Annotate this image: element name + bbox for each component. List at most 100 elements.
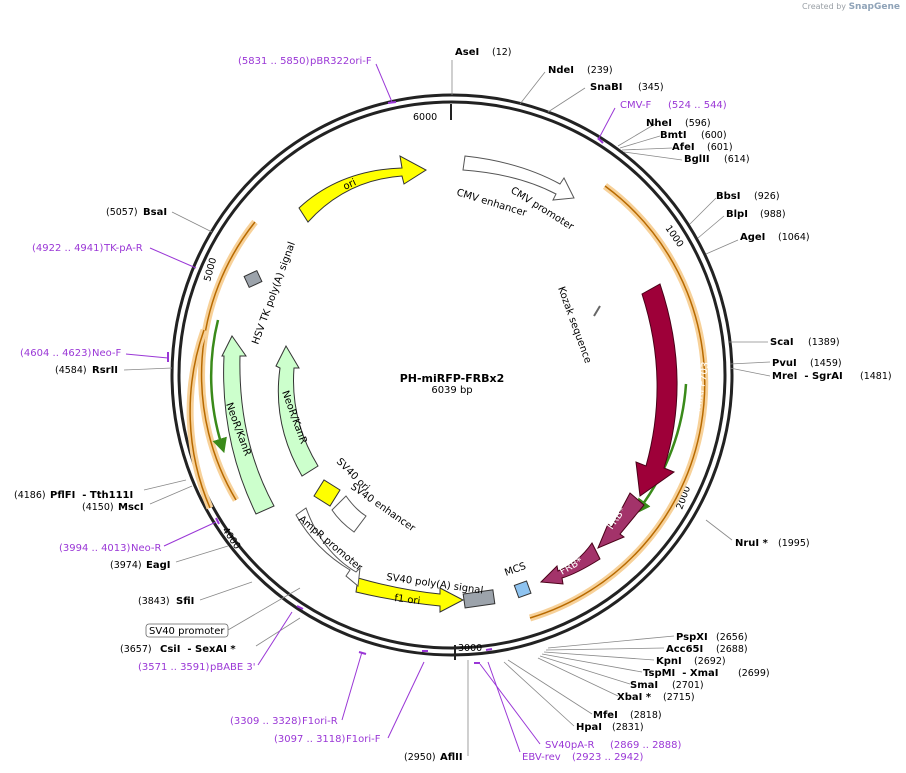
primer-ebv-rev-name[interactable]: EBV-rev <box>522 752 561 763</box>
enzyme-aflii-pos: (2950) <box>404 752 436 763</box>
enzyme-leaders <box>123 60 771 756</box>
kozak-feature <box>593 305 601 317</box>
enzyme-agei-pos: (1064) <box>778 232 810 243</box>
enzyme-snabi[interactable]: SnaBI <box>590 82 622 93</box>
sv40-promoter-label[interactable]: SV40 promoter <box>149 626 225 637</box>
primer-neo-f-range: (4604 .. 4623) <box>20 348 92 359</box>
enzyme-tspmi-pos: (2699) <box>738 668 770 679</box>
enzyme-sfii[interactable]: SfiI <box>176 596 194 607</box>
frb1-feature[interactable] <box>597 492 645 549</box>
enzyme-acc65i[interactable]: Acc65I <box>666 644 703 655</box>
plasmid-name: PH-miRFP-FRBx2 <box>400 372 505 385</box>
enzyme-bsai[interactable]: BsaI <box>143 207 167 218</box>
snapgene-logo: SnapGene <box>848 2 900 12</box>
enzyme-mrei-pos: (1481) <box>860 371 892 382</box>
enzyme-bmti[interactable]: BmtI <box>660 130 687 141</box>
sv40-promoter-box <box>145 623 229 638</box>
primer-pbr322-range: (5831 .. 5850) <box>238 56 310 67</box>
enzyme-sfii-pos: (3843) <box>138 596 170 607</box>
primer-cmv-f-name[interactable]: CMV-F <box>620 100 651 111</box>
enzyme-blpi[interactable]: BlpI <box>726 209 748 220</box>
primer-leaders <box>125 63 616 753</box>
f1-ori-label: f1 ori <box>394 593 421 607</box>
ori-label: ori <box>342 177 358 192</box>
plasmid-size: 6039 bp <box>431 385 472 396</box>
enzyme-rsrii[interactable]: RsrII <box>92 365 118 376</box>
primer-tkpa-name[interactable]: TK-pA-R <box>103 243 143 254</box>
enzyme-smai[interactable]: SmaI <box>630 680 658 691</box>
sv40-enhancer-label: SV40 enhancer <box>348 481 417 534</box>
ampr-promoter-feature[interactable] <box>295 507 361 587</box>
enzyme-msci[interactable]: MscI <box>118 502 144 513</box>
enzyme-pvui-pos: (1459) <box>810 358 842 369</box>
mcs-label: MCS <box>503 561 527 579</box>
primer-sv40pa-r-name[interactable]: SV40pA-R <box>545 740 594 751</box>
enzyme-pspxi[interactable]: PspXI <box>676 632 708 643</box>
enzyme-kpni[interactable]: KpnI <box>656 656 682 667</box>
sv40-enhancer-feature[interactable] <box>331 495 367 533</box>
primer-pbabe-name[interactable]: pBABE 3' <box>210 662 256 673</box>
neor-outer-feature[interactable] <box>221 335 275 515</box>
primer-labels: (5831 .. 5850) pBR322ori-F CMV-F (524 ..… <box>20 56 727 763</box>
sv40-ori-feature[interactable] <box>313 479 341 507</box>
primer-cmv-f-range: (524 .. 544) <box>668 100 727 111</box>
enzyme-asei-pos: (12) <box>492 47 512 58</box>
enzyme-agei[interactable]: AgeI <box>740 232 765 243</box>
primer-f1ori-f-name[interactable]: F1ori-F <box>346 734 381 745</box>
ruler-ticks <box>450 104 456 660</box>
enzyme-eagi[interactable]: EagI <box>146 560 170 571</box>
primer-f1ori-r-range: (3309 .. 3328) <box>230 716 302 727</box>
enzyme-eagi-pos: (3974) <box>110 560 142 571</box>
enzyme-afei-pos: (601) <box>707 142 733 153</box>
primer-pbr322-name[interactable]: pBR322ori-F <box>310 56 372 67</box>
ruler-3000: 3000 <box>458 643 482 654</box>
ruler-6000: 6000 <box>413 112 437 123</box>
enzyme-bbsi[interactable]: BbsI <box>716 191 740 202</box>
cmv-promoter-feature[interactable] <box>462 155 575 201</box>
enzyme-nrui[interactable]: NruI * <box>735 538 769 549</box>
brand-prefix: Created by <box>802 2 847 11</box>
enzyme-labels: AseI (12) NdeI (239) SnaBI (345) NheI (5… <box>14 47 892 763</box>
enzyme-pvui[interactable]: PvuI <box>772 358 797 369</box>
enzyme-pflfi-tth111i[interactable]: PflFI - Tth111I <box>50 490 133 501</box>
enzyme-snabi-pos: (345) <box>638 82 664 93</box>
f1-ori-feature[interactable] <box>355 577 465 613</box>
hsv-tk-polya-feature[interactable] <box>243 269 263 289</box>
enzyme-bglii[interactable]: BglII <box>684 154 710 165</box>
hsv-tk-label: HSV TK poly(A) signal <box>250 240 297 346</box>
enzyme-scai[interactable]: ScaI <box>770 337 794 348</box>
enzyme-ndei[interactable]: NdeI <box>548 65 574 76</box>
enzyme-bglii-pos: (614) <box>724 154 750 165</box>
enzyme-hpai[interactable]: HpaI <box>576 722 602 733</box>
enzyme-nhei-pos: (596) <box>685 118 711 129</box>
neor-inner-feature[interactable] <box>275 344 319 477</box>
snapgene-credit: Created by SnapGene <box>802 2 900 12</box>
enzyme-afei[interactable]: AfeI <box>672 142 695 153</box>
sv40-promoter-leader <box>227 587 301 631</box>
enzyme-mfei[interactable]: MfeI <box>593 710 618 721</box>
enzyme-xbai[interactable]: XbaI * <box>617 692 652 703</box>
mirfp703-feature[interactable] <box>635 283 678 497</box>
primer-neo-r-name[interactable]: Neo-R <box>131 543 162 554</box>
enzyme-aflii[interactable]: AflII <box>440 752 463 763</box>
enzyme-bsai-pos: (5057) <box>106 207 138 218</box>
enzyme-asei[interactable]: AseI <box>455 47 479 58</box>
enzyme-acc65i-pos: (2688) <box>716 644 748 655</box>
enzyme-hpai-pos: (2831) <box>612 722 644 733</box>
primer-neo-r-range: (3994 .. 4013) <box>59 543 131 554</box>
primer-tkpa-range: (4922 .. 4941) <box>32 243 104 254</box>
enzyme-nhei[interactable]: NheI <box>646 118 672 129</box>
primer-pbabe-range: (3571 .. 3591) <box>138 662 210 673</box>
enzyme-tspmi-xmai[interactable]: TspMI - XmaI <box>643 668 718 679</box>
enzyme-csii-sexai[interactable]: CsiI - SexAI * <box>160 644 236 655</box>
enzyme-mrei-sgrai[interactable]: MreI - SgrAI <box>772 371 843 382</box>
frb2-feature[interactable] <box>539 542 601 585</box>
ori-feature[interactable] <box>298 155 427 223</box>
enzyme-mfei-pos: (2818) <box>630 710 662 721</box>
mcs-feature[interactable] <box>513 580 532 599</box>
primer-neo-f-name[interactable]: Neo-F <box>92 348 122 359</box>
primer-f1ori-r-name[interactable]: F1ori-R <box>302 716 338 727</box>
sv40-polya-feature[interactable] <box>462 589 496 609</box>
backbone-inner <box>177 100 727 650</box>
